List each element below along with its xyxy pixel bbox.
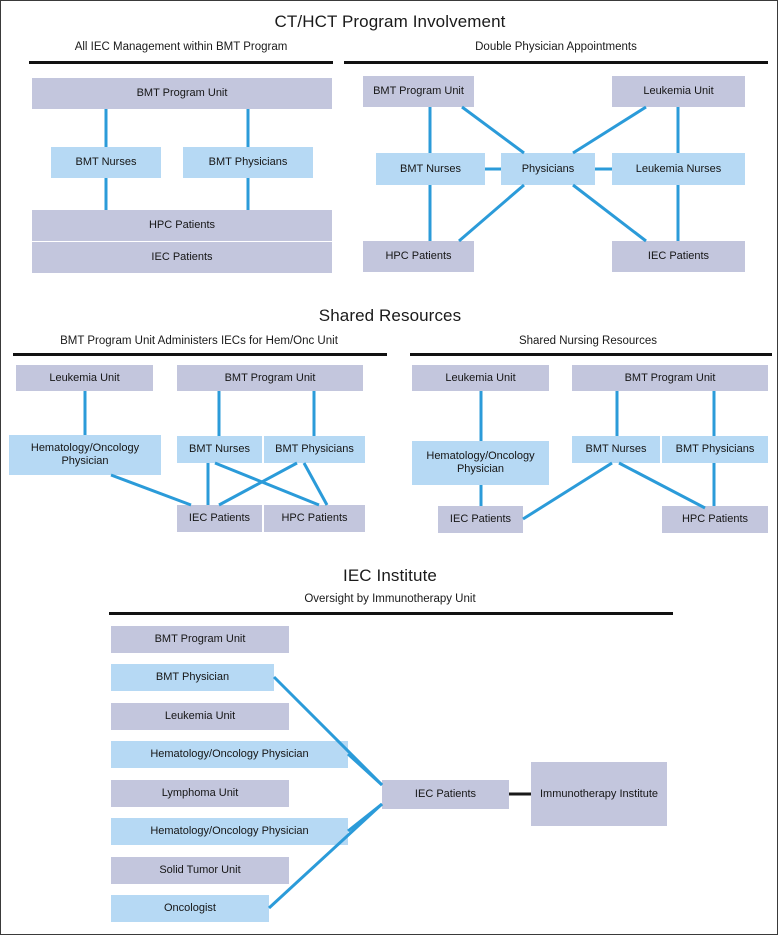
node-leukemia-nurses: Leukemia Nurses	[612, 153, 745, 185]
node-physicians: Physicians	[501, 153, 595, 185]
node-bmt-program-unit: BMT Program Unit	[572, 365, 768, 391]
node-label: Hematology/Oncology Physician	[150, 825, 309, 838]
node-bmt-nurses: BMT Nurses	[572, 436, 660, 463]
node-oncologist: Oncologist	[111, 895, 269, 922]
node-label: HPC Patients	[148, 219, 216, 232]
node-bmt-program-unit: BMT Program Unit	[111, 626, 289, 653]
node-label: Oncologist	[164, 902, 216, 915]
link-bmt-nurses-hpc-patients	[214, 461, 320, 507]
node-label: BMT Nurses	[75, 156, 137, 169]
node-bmt-program-unit: BMT Program Unit	[32, 78, 332, 109]
node-label: Hematology/Oncology Physician	[30, 442, 140, 467]
link-bmt-physician-iec-patients	[272, 675, 384, 787]
node-label: BMT Program Unit	[154, 633, 246, 646]
node-bmt-nurses: BMT Nurses	[177, 436, 262, 463]
panel-title-bmt-administers-iecs: BMT Program Unit Administers IECs for He…	[60, 335, 338, 347]
node-label: Solid Tumor Unit	[159, 864, 241, 877]
node-label: Leukemia Unit	[445, 371, 516, 384]
link-hemonc-physician-iec-patients	[110, 473, 192, 507]
node-label: BMT Physician	[155, 671, 230, 684]
link-leukemia-unit-physicians	[572, 105, 647, 155]
node-label: BMT Physicians	[275, 443, 354, 456]
node-iec-patients: IEC Patients	[438, 506, 523, 533]
link-hemonc-physician-1-iec-patients	[346, 752, 384, 787]
link-bmt-physicians-hpc-patients	[302, 462, 329, 506]
node-leukemia-unit: Leukemia Unit	[412, 365, 549, 391]
panel-title-all-iec-management: All IEC Management within BMT Program	[74, 41, 288, 53]
node-bmt-physicians: BMT Physicians	[662, 436, 768, 463]
node-label: Leukemia Unit	[164, 710, 236, 723]
node-leukemia-unit: Leukemia Unit	[16, 365, 153, 391]
node-hemonc-physician: Hematology/Oncology Physician	[412, 441, 549, 485]
node-label: BMT Program Unit	[136, 87, 228, 100]
node-bmt-physician: BMT Physician	[111, 664, 274, 691]
section-title-shared-resources: Shared Resources	[318, 306, 462, 325]
node-label: IEC Patients	[188, 512, 251, 525]
node-iec-patients: IEC Patients	[177, 505, 262, 532]
node-iec-patients: IEC Patients	[32, 242, 332, 273]
node-hpc-patients: HPC Patients	[662, 506, 768, 533]
node-label: IEC Patients	[647, 250, 710, 263]
section-title-iec-institute: IEC Institute	[343, 566, 437, 585]
link-physicians-iec-patients	[572, 183, 647, 243]
node-hpc-patients: HPC Patients	[264, 505, 365, 532]
node-label: HPC Patients	[281, 512, 348, 525]
node-label: IEC Patients	[449, 513, 512, 526]
node-bmt-program-unit: BMT Program Unit	[177, 365, 363, 391]
node-label: Lymphoma Unit	[161, 787, 239, 800]
node-solid-tumor-unit: Solid Tumor Unit	[111, 857, 289, 884]
node-label: Hematology/Oncology Physician	[426, 450, 535, 475]
link-bmt-nurses-hpc-patients	[618, 461, 706, 510]
node-lymphoma-unit: Lymphoma Unit	[111, 780, 289, 807]
node-hemonc-physician: Hematology/Oncology Physician	[9, 435, 161, 475]
node-bmt-physicians: BMT Physicians	[264, 436, 365, 463]
node-label: HPC Patients	[681, 513, 749, 526]
node-label: IEC Patients	[151, 251, 213, 264]
node-label: Leukemia Unit	[49, 371, 120, 384]
panel-title-double-physician-appointments: Double Physician Appointments	[475, 41, 637, 53]
node-label: Leukemia Unit	[643, 85, 714, 98]
node-label: BMT Physicians	[675, 443, 755, 456]
node-bmt-nurses: BMT Nurses	[51, 147, 161, 178]
node-hpc-patients: HPC Patients	[363, 241, 474, 272]
panel-rule-shared-nursing-resources	[410, 353, 772, 356]
link-hemonc-physician-2-iec-patients	[347, 802, 383, 833]
node-immunotherapy-institute: Immunotherapy Institute	[531, 762, 667, 826]
node-hemonc-physician-2: Hematology/Oncology Physician	[111, 818, 348, 845]
section-title-ct-hct: CT/HCT Program Involvement	[274, 12, 506, 31]
node-label: HPC Patients	[385, 250, 452, 263]
node-hpc-patients: HPC Patients	[32, 210, 332, 241]
node-label: Leukemia Nurses	[635, 162, 722, 175]
node-label: BMT Program Unit	[373, 85, 464, 98]
node-hemonc-physician-1: Hematology/Oncology Physician	[111, 741, 348, 768]
node-label: BMT Nurses	[400, 162, 461, 175]
node-label: BMT Physicians	[208, 156, 288, 169]
node-label: Physicians	[521, 162, 575, 175]
node-leukemia-unit: Leukemia Unit	[612, 76, 745, 107]
panel-rule-double-physician-appointments	[344, 61, 768, 64]
node-label: IEC Patients	[414, 788, 477, 801]
node-iec-patients: IEC Patients	[612, 241, 745, 272]
node-label: Immunotherapy Institute	[539, 787, 658, 800]
node-leukemia-unit: Leukemia Unit	[111, 703, 289, 730]
node-label: BMT Nurses	[585, 443, 647, 456]
link-bmt-physicians-iec-patients	[218, 461, 298, 507]
panel-rule-all-iec-management	[29, 61, 333, 64]
link-bmt-program-unit-physicians	[461, 105, 525, 155]
panel-title-oversight-by-immunotherapy-unit: Oversight by Immunotherapy Unit	[304, 593, 476, 605]
link-physicians-hpc-patients	[458, 183, 525, 243]
node-iec-patients: IEC Patients	[382, 780, 509, 809]
node-bmt-program-unit: BMT Program Unit	[363, 76, 474, 107]
node-label: BMT Nurses	[189, 443, 250, 456]
node-label: BMT Program Unit	[624, 371, 716, 384]
node-bmt-nurses: BMT Nurses	[376, 153, 485, 185]
panel-rule-iec-institute	[109, 612, 673, 615]
panel-title-shared-nursing-resources: Shared Nursing Resources	[518, 335, 658, 347]
node-bmt-physicians: BMT Physicians	[183, 147, 313, 178]
panel-rule-bmt-administers-iecs	[13, 353, 387, 356]
node-label: Hematology/Oncology Physician	[150, 748, 309, 761]
node-label: BMT Program Unit	[224, 371, 316, 384]
